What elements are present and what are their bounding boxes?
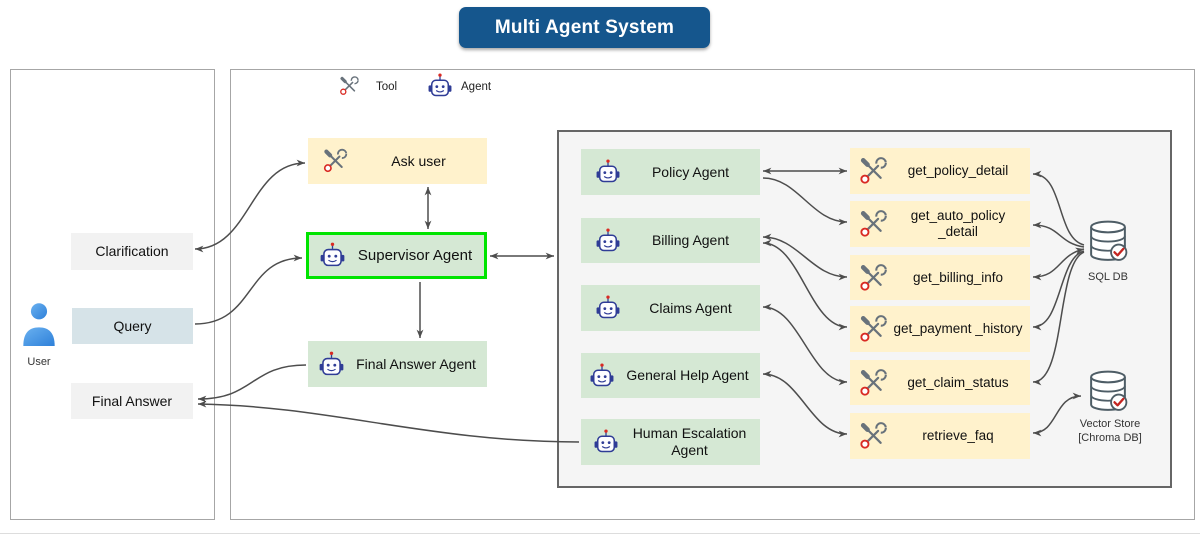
vector-store-label-line2: [Chroma DB]	[1078, 432, 1142, 444]
get-claim-status-label: get_claim_status	[907, 374, 1009, 390]
tool-icon	[856, 154, 890, 188]
legend-tool-icon	[337, 74, 361, 98]
human-escalation-agent-label: Human Escalation Agent	[632, 425, 747, 458]
vector-store-label-line1: Vector Store	[1079, 418, 1141, 430]
query-box: Query	[72, 308, 193, 344]
claims-agent-box: Claims Agent	[581, 285, 760, 331]
get-policy-detail-box: get_policy_detail	[850, 148, 1030, 194]
retrieve-faq-label: retrieve_faq	[922, 428, 994, 443]
get-payment-history-label: get_payment _history	[893, 321, 1023, 336]
supervisor-agent-label: Supervisor Agent	[357, 247, 473, 264]
clarification-label: Clarification	[95, 243, 169, 259]
tool-icon	[856, 261, 890, 295]
diagram-title: Multi Agent System	[459, 7, 710, 48]
policy-agent-box: Policy Agent	[581, 149, 760, 195]
legend-agent-label: Agent	[461, 81, 492, 93]
retrieve-faq-box: retrieve_faq	[850, 413, 1030, 459]
legend-tool-label: Tool	[376, 81, 398, 93]
ask-user-label: Ask user	[391, 152, 446, 169]
get-claim-status-box: get_claim_status	[850, 360, 1030, 405]
get-auto-policy-detail-label: get_auto_policy _detail	[910, 208, 1006, 239]
robot-icon	[589, 362, 615, 390]
user-label: User	[27, 356, 51, 368]
human-escalation-agent-box: Human Escalation Agent	[581, 419, 760, 465]
tool-icon	[320, 146, 350, 176]
final-answer-box: Final Answer	[71, 383, 193, 419]
vector-store-icon	[1085, 366, 1131, 414]
final-answer-agent-label: Final Answer Agent	[356, 355, 476, 372]
claims-agent-label: Claims Agent	[649, 299, 732, 316]
final-answer-label: Final Answer	[91, 392, 173, 409]
query-label: Query	[113, 317, 152, 334]
tool-icon	[856, 312, 890, 346]
billing-agent-label: Billing Agent	[651, 232, 730, 248]
get-billing-info-label: get_billing_info	[912, 269, 1004, 285]
robot-icon	[318, 350, 345, 379]
legend-agent-icon	[427, 72, 453, 100]
tool-icon	[856, 207, 890, 241]
user-panel	[10, 69, 215, 520]
general-help-agent-box: General Help Agent	[581, 353, 760, 398]
sql-db-icon	[1085, 216, 1131, 264]
final-answer-agent-box: Final Answer Agent	[308, 341, 487, 387]
robot-icon	[595, 227, 621, 255]
supervisor-agent-box: Supervisor Agent	[306, 232, 487, 279]
tool-icon	[856, 419, 890, 453]
get-policy-detail-label: get_policy_detail	[907, 163, 1009, 178]
get-auto-policy-detail-box: get_auto_policy _detail	[850, 201, 1030, 247]
clarification-box: Clarification	[71, 233, 193, 270]
robot-icon	[319, 241, 346, 270]
robot-icon	[595, 158, 621, 186]
user-icon	[20, 301, 58, 351]
robot-icon	[595, 294, 621, 322]
general-help-agent-label: General Help Agent	[626, 367, 749, 383]
tool-icon	[856, 366, 890, 400]
robot-icon	[593, 428, 619, 456]
billing-agent-box: Billing Agent	[581, 218, 760, 263]
sql-db-label: SQL DB	[1088, 271, 1128, 283]
policy-agent-label: Policy Agent	[651, 163, 730, 180]
get-billing-info-box: get_billing_info	[850, 255, 1030, 300]
get-payment-history-box: get_payment _history	[850, 306, 1030, 352]
page-divider	[0, 533, 1200, 534]
ask-user-box: Ask user	[308, 138, 487, 184]
